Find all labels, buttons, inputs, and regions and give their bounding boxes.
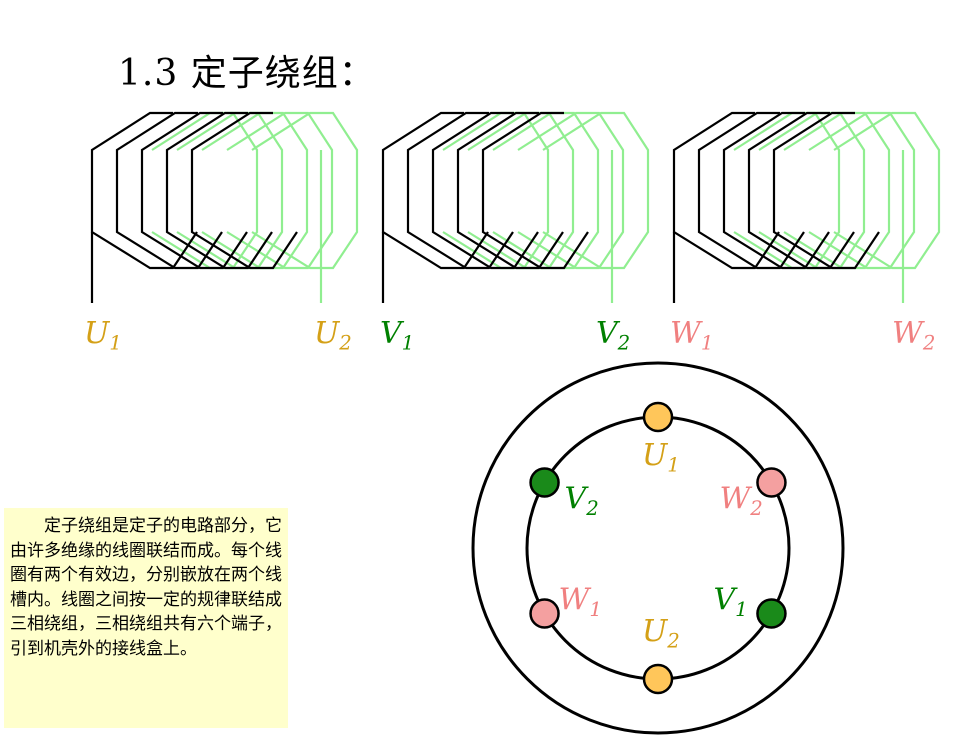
stator-outer-ring [471,361,845,735]
stator-terminal-label: W1 [559,583,602,622]
winding-label-start: U1 [84,316,122,355]
coil-back-turn [226,111,334,270]
stator-terminal-V1 [756,598,787,629]
stator-terminal-label: V1 [713,583,747,622]
stator-terminal-label: W2 [719,482,762,521]
coil-front-turn [481,111,589,270]
page-title: 1.3 定子绕组： [118,53,376,94]
coil-back-turn [783,111,891,270]
stator-terminal-W2 [756,467,787,498]
coil-front-turn [697,111,805,270]
coil-back-turn [251,111,359,270]
coil-front-turn [431,111,539,270]
coil-back-turn [808,111,916,270]
coil-back-turn [542,111,650,270]
stator-terminal-label: U1 [642,438,680,477]
coil-group-3 [672,111,941,303]
coil-groups [90,111,941,303]
coil-back-turn [517,111,625,270]
winding-label-start: W1 [670,316,713,355]
winding-label-end: W2 [892,316,935,355]
coil-front-turn [381,111,489,270]
coil-front-turn [772,111,880,270]
coil-back-turn [492,111,600,270]
coil-front-turn [140,111,248,270]
winding-label-start: V1 [380,316,414,355]
coil-group-1 [90,111,359,303]
stator-terminal-U1 [642,401,674,433]
coil-front-turn [406,111,514,270]
description-note: 定子绕组是定子的电路部分，它由许多绝缘的线圈联结而成。每个线圈有两个有效边，分别… [4,508,288,728]
coil-front-turn [722,111,830,270]
winding-label-end: V2 [596,316,630,355]
stator-terminal-V2 [529,467,560,498]
coil-back-turn [833,111,941,270]
coil-group-2 [381,111,650,303]
stator-terminal-W1 [529,598,560,629]
stator-terminal-label: U2 [642,614,680,653]
winding-label-end: U2 [314,316,352,355]
coil-front-turn [90,111,198,270]
coil-front-turn [190,111,298,270]
coil-front-turn [115,111,223,270]
coil-back-turn [201,111,309,270]
stator-terminal-U2 [642,663,674,695]
coil-front-turn [672,111,780,270]
stator-terminal-label: V2 [565,482,599,521]
winding-terminal-labels: U1 U2 V1 V2 W1 W2 [84,316,935,355]
